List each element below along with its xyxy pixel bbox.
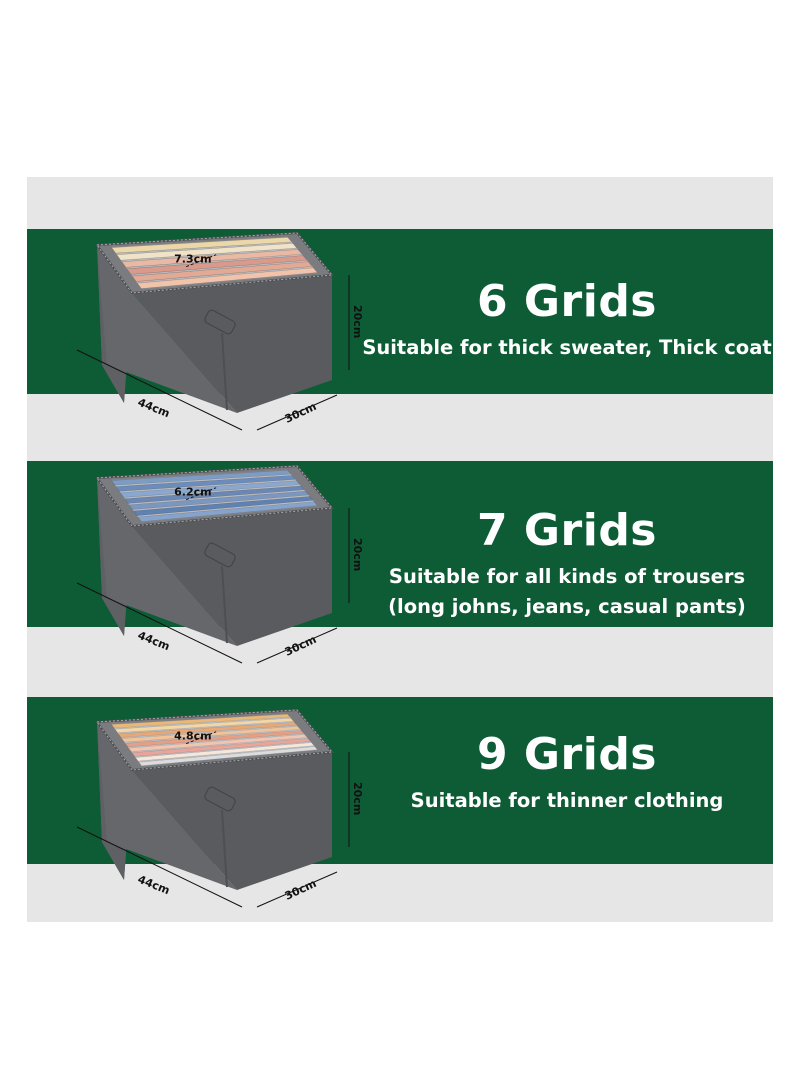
slot-dimension-line xyxy=(185,254,217,268)
grid-title: 9 Grids xyxy=(476,729,657,780)
clothing-roll xyxy=(111,469,292,486)
slot-divider xyxy=(126,254,303,269)
rim-stitch xyxy=(96,232,333,294)
depth-dimension-line xyxy=(76,349,243,431)
grid-title: 6 Grids xyxy=(476,276,657,327)
depth-label: 44cm xyxy=(136,396,172,421)
box-front-face xyxy=(97,478,237,646)
width-label: 30cm xyxy=(283,400,319,426)
width-label: 30cm xyxy=(283,633,319,659)
slot-divider xyxy=(137,500,314,517)
box-handle xyxy=(204,542,236,568)
depth-label: 44cm xyxy=(136,629,172,654)
width-dimension-line xyxy=(256,871,338,908)
clothing-roll xyxy=(121,249,303,268)
width-dimension-line xyxy=(256,394,338,431)
slot-label: 4.8cm xyxy=(174,730,211,743)
slot-divider xyxy=(136,266,313,283)
box-seam xyxy=(221,332,228,411)
slot-divider xyxy=(131,737,308,753)
height-label: 20cm xyxy=(351,538,364,571)
slot-divider xyxy=(131,260,308,276)
clothing-roll xyxy=(126,255,308,275)
panel-text: 6 Grids Suitable for thick sweater, Thic… xyxy=(362,277,772,363)
slot-divider xyxy=(115,474,292,487)
clothing-roll xyxy=(128,490,310,510)
slot-divider xyxy=(119,479,296,493)
width-label: 30cm xyxy=(283,877,319,903)
slot-divider xyxy=(138,745,315,763)
box-front-face xyxy=(97,245,237,413)
slot-dimension-line xyxy=(185,731,217,745)
clothing-roll xyxy=(115,475,296,492)
storage-box-illustration: 44cm 30cm 20cm 6.2cm xyxy=(76,464,364,664)
depth-label: 44cm xyxy=(136,873,172,898)
slot-divider xyxy=(128,489,305,505)
rim-stitch xyxy=(96,465,333,527)
grid-title: 7 Grids xyxy=(476,505,657,556)
box-handle xyxy=(204,309,236,335)
height-label: 20cm xyxy=(351,305,364,338)
slot-divider xyxy=(128,733,305,749)
slot-divider xyxy=(117,721,294,734)
clothing-roll xyxy=(133,496,314,516)
panel-text: 9 Grids Suitable for thinner clothing xyxy=(362,730,772,816)
clothing-roll xyxy=(124,485,305,504)
box-right-face xyxy=(132,275,332,413)
slot-divider xyxy=(114,717,291,730)
depth-dimension-line xyxy=(76,826,243,908)
clothing-roll xyxy=(136,267,318,289)
box-seam xyxy=(221,565,228,644)
height-label: 20cm xyxy=(351,782,364,815)
storage-box-illustration: 44cm 30cm 20cm 4.8cm xyxy=(76,708,364,908)
width-dimension-line xyxy=(256,627,338,664)
clothing-roll xyxy=(119,480,301,498)
panel-6-grids: 44cm 30cm 20cm 7.3cm 6 Grids Suitable for t… xyxy=(27,205,773,435)
description-line: Suitable for all kinds of trousers xyxy=(388,565,746,588)
description-line: (long johns, jeans, casual pants) xyxy=(388,595,746,618)
box-right-face xyxy=(132,508,332,646)
depth-dimension-line xyxy=(76,582,243,664)
clothing-roll xyxy=(116,243,298,261)
clothing-roll xyxy=(137,501,318,522)
panel-9-grids: 44cm 30cm 20cm 4.8cm 9 Grids Suitable for t… xyxy=(27,682,773,912)
box-right-face xyxy=(132,752,332,890)
description-line: Suitable for thick sweater, Thick coat xyxy=(362,336,772,359)
slot-divider xyxy=(121,248,298,262)
clothing-roll xyxy=(111,237,293,254)
slot-divider xyxy=(121,725,298,739)
panel-text: 7 Grids Suitable for all kinds of trouse… xyxy=(362,506,772,622)
storage-box-illustration: 44cm 30cm 20cm 7.3cm xyxy=(76,231,364,431)
slot-label: 6.2cm xyxy=(174,486,211,499)
slot-divider xyxy=(124,729,301,744)
slot-divider xyxy=(116,242,293,255)
clothing-roll xyxy=(131,261,313,282)
description-line: Suitable for thinner clothing xyxy=(410,789,724,812)
rim-stitch xyxy=(96,709,333,771)
slot-label: 7.3cm xyxy=(174,253,211,266)
box-handle xyxy=(204,786,236,812)
panel-7-grids: 44cm 30cm 20cm 6.2cm 7 Grids Suitable for a… xyxy=(27,438,773,668)
slot-dimension-line xyxy=(185,487,217,501)
box-front-face xyxy=(97,722,237,890)
slot-divider xyxy=(124,484,301,499)
slot-divider xyxy=(135,741,312,758)
box-seam xyxy=(221,809,228,888)
slot-divider xyxy=(133,495,310,511)
